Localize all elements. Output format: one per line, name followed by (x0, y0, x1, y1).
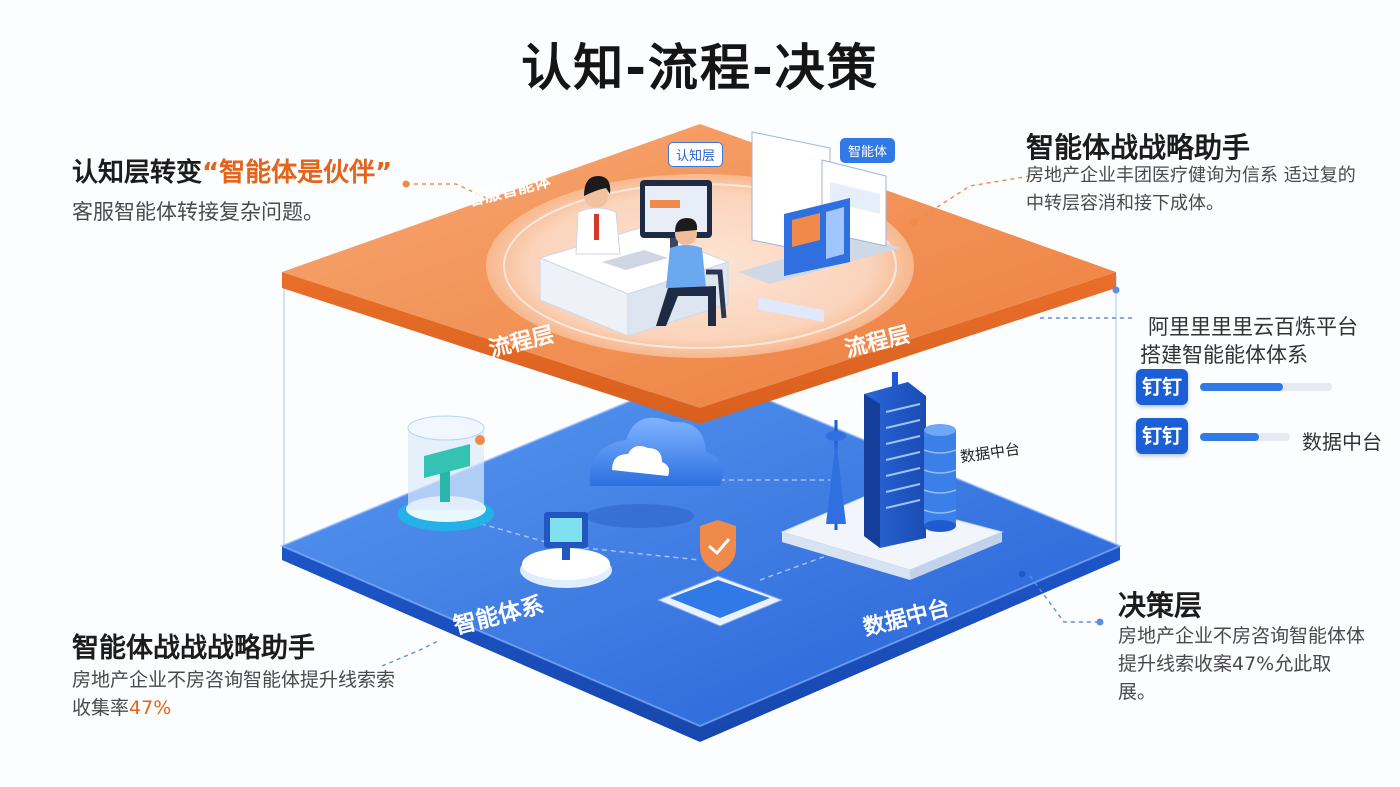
cognition-body: 客服智能体转接复杂问题。 (72, 200, 324, 224)
cognition-prefix: 认知层 (72, 158, 151, 188)
dashboard-screens-icon (738, 131, 900, 323)
strategy-body-text: 房地产企业不房咨询智能体提升线索索收集率 (72, 669, 396, 719)
floating-tag-agent: 智能体 (840, 138, 896, 163)
cloud-icon (586, 417, 723, 528)
data-center-icon (780, 372, 1004, 580)
progress-bar-2 (1200, 433, 1290, 441)
customer-service-desk-icon (538, 176, 730, 337)
strategy-body-top: 房地产企业丰团医疗健询为信系 适过复的中转层容消和接下成体。 (1026, 165, 1356, 214)
progress-fill-2 (1200, 433, 1259, 441)
page-title: 认知-流程-决策 (521, 39, 879, 97)
progress-bar-1 (1200, 383, 1332, 391)
data-platform-label: 数据中台 (1302, 430, 1382, 454)
strategy-heading-top: 智能体战战略助手 (1026, 131, 1251, 164)
cognition-heading: 认知层转变“智能体是伙伴” (72, 152, 392, 189)
shield-icon (656, 520, 784, 627)
progress-fill-1 (1200, 383, 1284, 391)
decision-body: 房地产企业不房咨询智能体体提升线索收案47%允此取展。 (1118, 625, 1366, 703)
cognition-mid: 转变 (150, 158, 203, 188)
platform-line-2: 搭建智能能体体系 (1140, 343, 1308, 367)
strategy-body-bottom: 房地产企业不房咨询智能体提升线索索收集率47% (72, 666, 402, 722)
glass-cylinder-icon (398, 415, 494, 531)
decision-heading: 决策层 (1118, 589, 1203, 622)
strategy-heading-bottom: 智能体战战战略助手 (72, 633, 315, 664)
platform-line-1: 阿里里里里云百炼平台 (1148, 315, 1358, 339)
monitor-pedestal-icon (520, 512, 612, 588)
leader-lines (381, 175, 1136, 667)
dingtalk-badge-1: 钉钉 (1136, 369, 1188, 405)
dingtalk-badge-2: 钉钉 (1136, 418, 1188, 454)
cognition-quote: “智能体是伙伴” (202, 158, 393, 188)
floating-tag-cognition: 认知层 (668, 142, 724, 167)
leader-dots (402, 180, 1120, 626)
strategy-body-percent: 47% (129, 697, 172, 719)
